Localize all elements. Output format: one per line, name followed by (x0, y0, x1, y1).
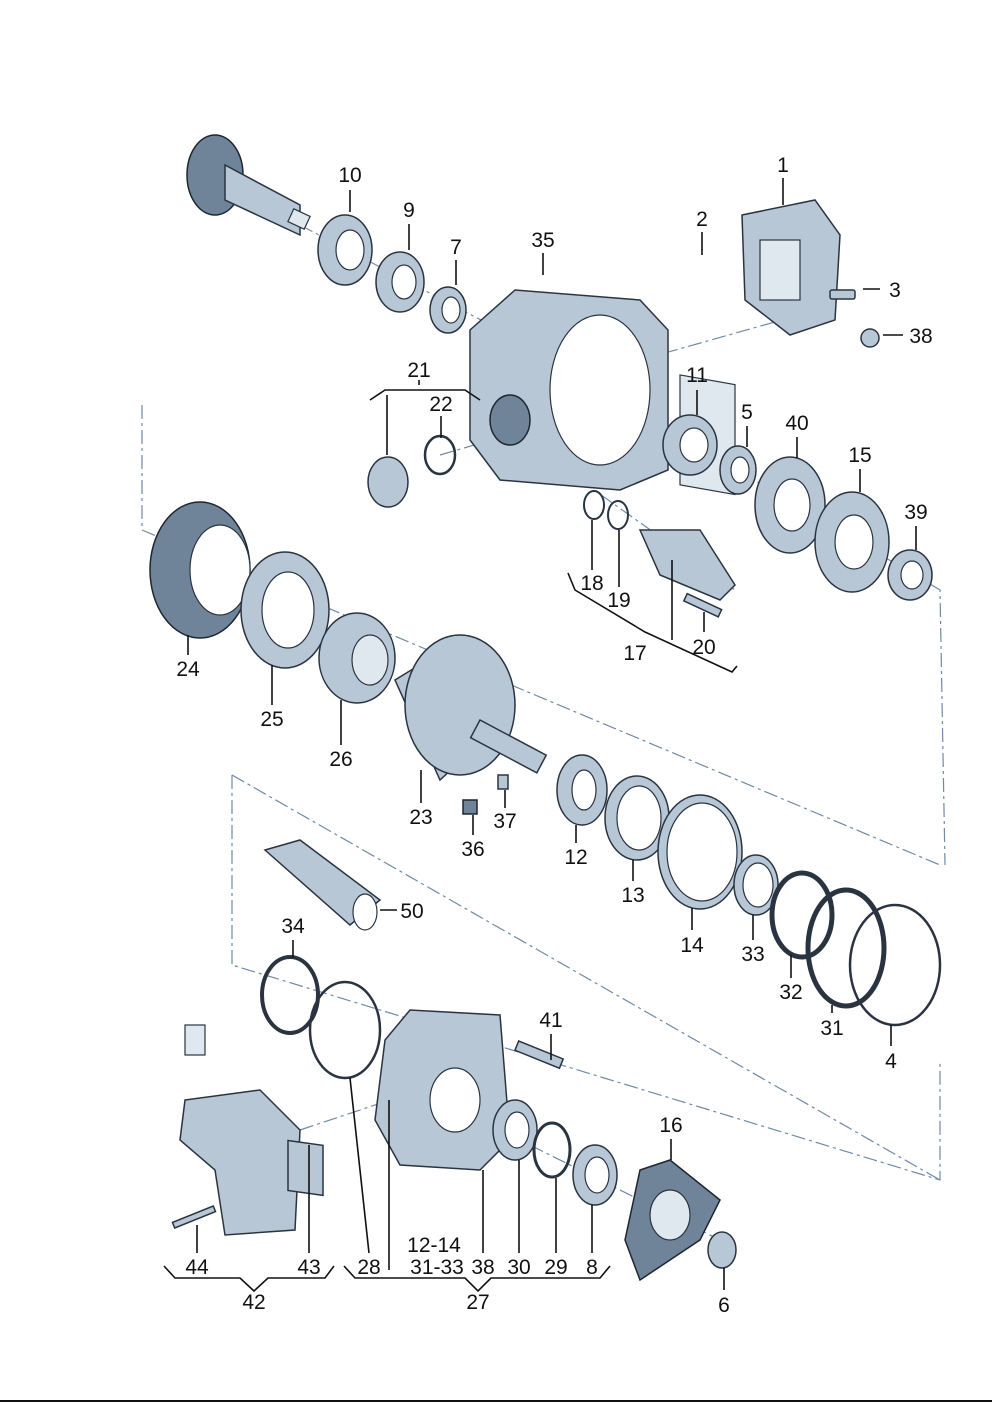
label-38-top: 38 (909, 325, 932, 348)
cover-1 (741, 199, 841, 336)
flange-16 (624, 1159, 721, 1282)
label-40: 40 (785, 412, 808, 435)
seal-30 (492, 1099, 538, 1161)
ring-31 (805, 887, 887, 1009)
label-8: 8 (586, 1256, 598, 1279)
ring-34 (260, 955, 320, 1035)
label-4: 4 (885, 1050, 897, 1073)
label-9: 9 (403, 199, 415, 222)
nut-36 (462, 799, 478, 815)
pinion-shaft (186, 134, 311, 237)
label-31-33: 31-33 (410, 1256, 464, 1279)
label-50: 50 (400, 900, 423, 923)
pinion-21 (367, 456, 409, 508)
rings-18-19 (583, 490, 629, 530)
plug-38 (860, 328, 880, 348)
bearing-5 (719, 445, 757, 495)
label-18: 18 (580, 572, 603, 595)
washer-15 (814, 491, 890, 593)
label-14: 14 (680, 934, 704, 957)
housing-27 (374, 1009, 511, 1171)
label-43: 43 (297, 1256, 320, 1279)
plate-25 (240, 551, 330, 669)
housing-35 (469, 289, 669, 491)
clutch-23 (394, 634, 548, 782)
label-31: 31 (820, 1017, 843, 1040)
label-25: 25 (260, 708, 283, 731)
label-12: 12 (564, 846, 587, 869)
label-16: 16 (659, 1114, 682, 1137)
actuator-17 (638, 529, 736, 601)
callout-labels: 1 2 3 38 10 9 7 35 21 22 11 5 40 15 39 1… (176, 154, 932, 1317)
bolt-41 (513, 1040, 565, 1070)
label-37: 37 (493, 810, 516, 833)
label-19: 19 (607, 589, 630, 612)
label-22: 22 (429, 393, 452, 416)
gasket-43 (287, 1139, 324, 1197)
tube-50 (263, 839, 382, 931)
clutch-drum-24 (149, 501, 251, 639)
ring-13 (604, 775, 670, 861)
label-12-14: 12-14 (407, 1234, 461, 1257)
bearing-11 (662, 414, 718, 476)
leader-lines (163, 178, 917, 1293)
bearing-9 (375, 251, 425, 313)
label-36: 36 (461, 838, 484, 861)
label-29: 29 (544, 1256, 567, 1279)
bolt-20 (682, 592, 723, 618)
label-32: 32 (779, 981, 802, 1004)
label-24: 24 (176, 658, 200, 681)
label-17: 17 (623, 642, 646, 665)
label-41: 41 (539, 1009, 562, 1032)
module-42 (179, 1024, 301, 1236)
label-21: 21 (407, 359, 430, 382)
label-35: 35 (531, 229, 554, 252)
label-2: 2 (696, 208, 708, 231)
label-6: 6 (718, 1294, 730, 1317)
label-23: 23 (409, 806, 432, 829)
washer-40 (754, 456, 826, 554)
ring-7 (429, 286, 467, 334)
oring-4 (848, 903, 942, 1027)
bearing-39 (887, 549, 933, 601)
ring-32 (769, 870, 835, 960)
label-42: 42 (242, 1291, 265, 1314)
label-1: 1 (777, 154, 789, 177)
oring-22 (423, 434, 457, 476)
label-11: 11 (686, 364, 708, 387)
label-38-bottom: 38 (471, 1256, 494, 1279)
ring-33 (733, 854, 779, 916)
label-3: 3 (889, 279, 901, 302)
washer-12 (556, 754, 608, 826)
nut-6 (707, 1231, 737, 1269)
label-5: 5 (741, 401, 753, 424)
label-30: 30 (507, 1256, 530, 1279)
label-15: 15 (848, 444, 871, 467)
bolt-44 (171, 1205, 217, 1229)
label-44: 44 (185, 1256, 209, 1279)
ring-8 (572, 1144, 618, 1206)
label-10: 10 (338, 164, 361, 187)
label-28: 28 (357, 1256, 380, 1279)
ring-14 (657, 794, 743, 910)
parts (149, 134, 942, 1282)
bolt-3 (829, 289, 856, 300)
label-13: 13 (621, 884, 644, 907)
circlip-29 (532, 1121, 572, 1179)
hub-26 (318, 612, 396, 704)
pin-37 (497, 774, 509, 790)
label-27: 27 (466, 1291, 489, 1314)
label-39: 39 (904, 501, 927, 524)
label-26: 26 (329, 748, 352, 771)
label-33: 33 (741, 943, 764, 966)
oring-28 (308, 980, 382, 1080)
label-20: 20 (692, 636, 715, 659)
label-34: 34 (281, 915, 305, 938)
bearing-10 (317, 214, 373, 286)
label-7: 7 (450, 236, 462, 259)
